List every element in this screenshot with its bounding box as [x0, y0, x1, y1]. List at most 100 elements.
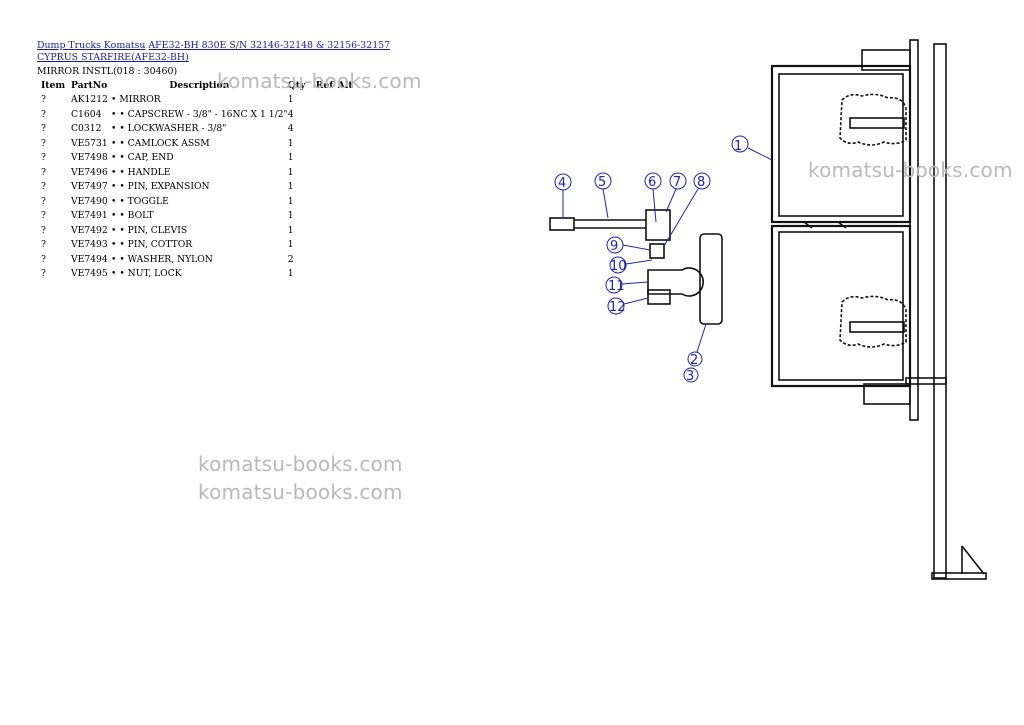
cell-qty: 1	[287, 94, 294, 106]
callout-10[interactable]: 10	[609, 256, 653, 274]
post-base	[931, 572, 987, 580]
callout-5[interactable]: 5	[594, 172, 612, 219]
cell-item: ?	[41, 137, 46, 149]
cell-partno: C0312	[71, 123, 102, 135]
cell-description: • • BOLT	[111, 210, 154, 222]
cell-partno: VE7498	[71, 152, 108, 164]
table-row: ? C1604 • • CAPSCREW - 3/8" - 16NC X 1 1/2…	[37, 107, 356, 122]
cell-qty: 1	[287, 166, 294, 178]
cell-description: • MIRROR	[111, 94, 161, 106]
callout-8[interactable]: 8	[663, 172, 711, 247]
header-description: Description	[169, 79, 230, 91]
svg-text:6: 6	[648, 175, 656, 190]
cell-qty: 4	[287, 108, 294, 120]
callout-1[interactable]: 1	[731, 135, 773, 161]
clevis-link	[647, 267, 704, 297]
cell-description: • • HANDLE	[111, 166, 171, 178]
svg-text:5: 5	[598, 175, 606, 190]
callout-2[interactable]: 2	[687, 323, 707, 368]
svg-text:7: 7	[673, 175, 681, 190]
cell-partno: AK1212	[71, 94, 108, 106]
table-row: ? AK1212• MIRROR 1	[37, 93, 356, 108]
cell-qty: 1	[287, 268, 294, 280]
cell-item: ?	[41, 166, 46, 178]
cell-qty: 1	[287, 137, 294, 149]
cell-item: ?	[41, 123, 46, 135]
upper-bolt	[849, 117, 905, 129]
cell-item: ?	[41, 253, 46, 265]
svg-text:10: 10	[610, 259, 627, 274]
table-row: ? VE5731• • CAMLOCK ASSM 1	[37, 136, 356, 151]
header-qty: Qty	[287, 79, 306, 91]
mirror-upper-frame	[770, 64, 912, 224]
table-row: ? VE7496• • HANDLE 1	[37, 165, 356, 180]
callout-11[interactable]: 11	[605, 276, 649, 294]
breadcrumb-link-model[interactable]: AFE32-BH 830E S/N 32146-32148 & 32156-32…	[37, 40, 391, 63]
callout-3[interactable]: 3	[683, 367, 699, 384]
cell-qty: 2	[287, 253, 294, 265]
lock-nut	[647, 289, 671, 305]
cell-item: ?	[41, 239, 46, 251]
cell-item: ?	[41, 224, 46, 236]
cell-description: • • CAPSCREW - 3/8" - 16NC X 1 1/2"	[111, 108, 288, 120]
cell-partno: VE7496	[71, 166, 108, 178]
bolt-head	[649, 243, 665, 259]
cell-item: ?	[41, 268, 46, 280]
cell-description: • • TOGGLE	[111, 195, 169, 207]
callout-7[interactable]: 7	[665, 172, 687, 213]
post-gusset	[961, 545, 985, 575]
svg-text:1: 1	[734, 139, 742, 154]
table-row: ?C0312• • LOCKWASHER - 3/8"4	[37, 122, 356, 137]
cell-partno: VE7493	[71, 239, 108, 251]
breadcrumb-link-dump-trucks[interactable]: Dump Trucks Komatsu	[37, 40, 146, 51]
cell-item: ?	[41, 108, 46, 120]
header-alt: Alt	[337, 79, 353, 91]
toggle-block	[645, 209, 671, 241]
svg-text:8: 8	[697, 175, 705, 190]
handle-grip	[549, 217, 575, 231]
cell-qty: 1	[287, 152, 294, 164]
cell-partno: VE5731	[71, 137, 108, 149]
header-partno: PartNo	[71, 79, 108, 91]
mirror-assembly-drawing	[549, 39, 987, 580]
camlock-body	[699, 233, 723, 325]
svg-text:11: 11	[608, 279, 625, 294]
breadcrumb: Dump Trucks Komatsu AFE32-BH 830E S/N 32…	[37, 40, 417, 64]
cell-qty: 1	[287, 224, 294, 236]
section-title: MIRROR INSTL(018 : 30460)	[37, 66, 178, 77]
cell-item: ?	[41, 94, 46, 106]
cell-item: ?	[41, 181, 46, 193]
mount-bracket	[909, 39, 919, 421]
table-row: ? VE7492• • PIN, CLEVIS 1	[37, 223, 356, 238]
cell-qty: 1	[287, 195, 294, 207]
cell-description: • • WASHER, NYLON	[111, 253, 213, 265]
cell-partno: VE7490	[71, 195, 108, 207]
header-ref: Ref	[315, 79, 334, 91]
callout-12[interactable]: 12	[607, 297, 649, 315]
table-header-row: Item PartNo Description Qty Ref Alt	[37, 78, 356, 93]
callout-6[interactable]: 6	[644, 172, 662, 223]
callout-9[interactable]: 9	[606, 236, 651, 254]
cell-partno: C1604	[71, 108, 102, 120]
mount-post	[933, 43, 947, 579]
cell-description: • • PIN, CLEVIS	[111, 224, 188, 236]
cell-partno: VE7491	[71, 210, 108, 222]
cell-description: • • CAMLOCK ASSM	[111, 137, 210, 149]
cell-description: • • LOCKWASHER - 3/8"	[111, 123, 227, 135]
svg-text:2: 2	[690, 353, 698, 368]
svg-text:12: 12	[609, 300, 626, 315]
upper-clamp	[861, 49, 911, 71]
cell-qty: 1	[287, 210, 294, 222]
callout-4[interactable]: 4	[554, 173, 572, 218]
cell-partno: VE7495	[71, 268, 108, 280]
cell-partno: VE7492	[71, 224, 108, 236]
cell-description: • • CAP, END	[111, 152, 174, 164]
